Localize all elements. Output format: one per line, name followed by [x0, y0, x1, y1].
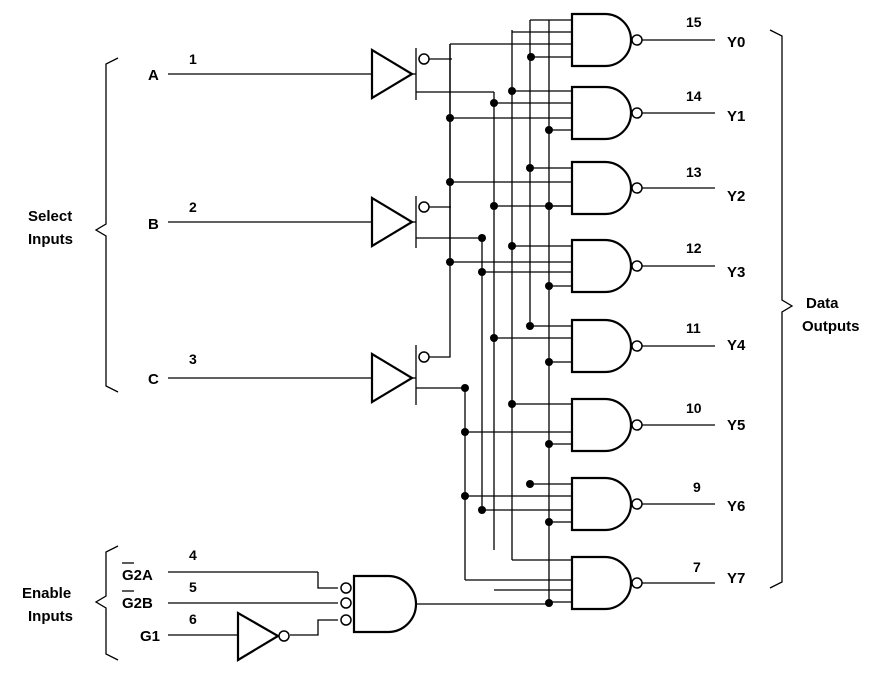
output-y5-pin: 10 [686, 400, 702, 416]
input-g2a-label: G2A [122, 567, 153, 584]
nand-gate-y4 [570, 318, 715, 374]
nand-gate-y1 [570, 85, 715, 141]
output-y4-label: Y4 [727, 337, 746, 354]
enable-and-gate [340, 574, 549, 634]
output-y0-label: Y0 [727, 34, 745, 51]
input-c-label: C [148, 371, 159, 388]
output-y2-label: Y2 [727, 188, 745, 205]
input-b-label: B [148, 216, 159, 233]
g1-inverter [236, 611, 290, 662]
junction-dots [446, 53, 553, 607]
select-buses [449, 20, 550, 605]
gate-input-wires [450, 19, 572, 603]
output-y3-pin: 12 [686, 240, 702, 256]
select-group-label-2: Inputs [28, 231, 73, 248]
output-y1-pin: 14 [686, 88, 702, 104]
input-b-pin: 2 [189, 199, 197, 215]
input-a-label: A [148, 67, 159, 84]
nand-gate-y6 [570, 476, 715, 532]
enable-group-label-2: Inputs [28, 608, 73, 625]
enable-inputs-brace [94, 545, 119, 661]
input-g2a-pin: 4 [189, 547, 197, 563]
output-y2-pin: 13 [686, 164, 702, 180]
output-labels: 15 Y0 14 Y1 13 Y2 12 Y3 11 Y4 10 Y5 9 Y6… [686, 14, 746, 587]
output-y1-label: Y1 [727, 108, 745, 125]
nand-gate-y3 [570, 238, 715, 294]
input-g2b-pin: 5 [189, 579, 197, 595]
output-y4-pin: 11 [686, 320, 701, 336]
select-buffer-b [370, 196, 482, 248]
nand-gate-y5 [570, 397, 715, 453]
input-g1-label: G1 [140, 628, 160, 645]
outputs-group-label-1: Data [806, 295, 839, 312]
data-outputs-brace [769, 29, 794, 589]
input-c-pin: 3 [189, 351, 197, 367]
output-y7-label: Y7 [727, 570, 745, 587]
nand-gate-y0 [570, 12, 715, 68]
output-y6-pin: 9 [693, 479, 701, 495]
select-buffer-a [370, 48, 494, 100]
input-wires [168, 73, 372, 636]
output-y7-pin: 7 [693, 559, 701, 575]
output-y0-pin: 15 [686, 14, 702, 30]
nand-gate-y2 [570, 160, 715, 216]
enable-group-label-1: Enable [22, 585, 71, 602]
input-g1-pin: 6 [189, 611, 197, 627]
output-y3-label: Y3 [727, 264, 745, 281]
nand-gate-y7 [570, 555, 715, 611]
output-y6-label: Y6 [727, 498, 745, 515]
input-g2b-label: G2B [122, 595, 153, 612]
input-a-pin: 1 [189, 51, 197, 67]
output-y5-label: Y5 [727, 417, 745, 434]
outputs-group-label-2: Outputs [802, 318, 860, 335]
select-inputs-brace [94, 57, 119, 393]
select-group-label-1: Select [28, 208, 72, 225]
